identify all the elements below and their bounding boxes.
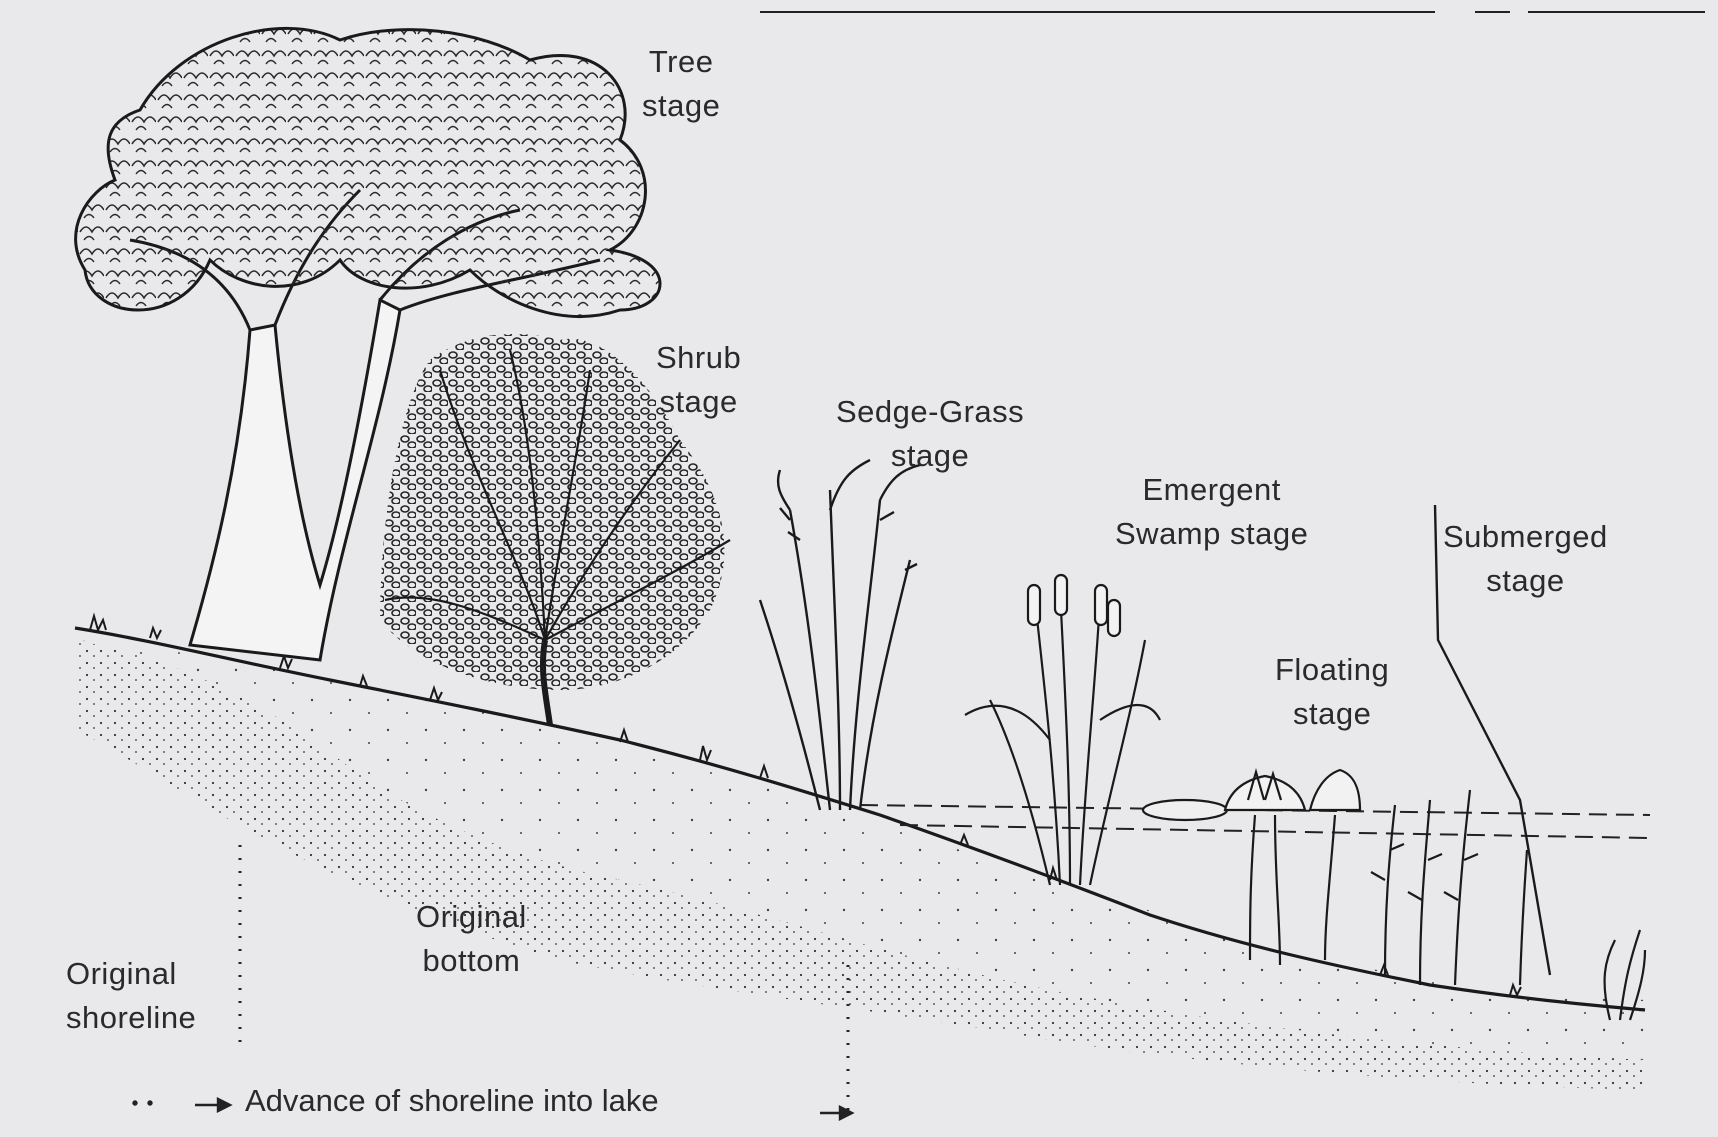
emergent-swamp-illustration: [965, 575, 1160, 885]
advance-of-shoreline-label: Advance of shoreline into lake: [245, 1083, 659, 1119]
sedge-grass-illustration: [760, 460, 920, 810]
